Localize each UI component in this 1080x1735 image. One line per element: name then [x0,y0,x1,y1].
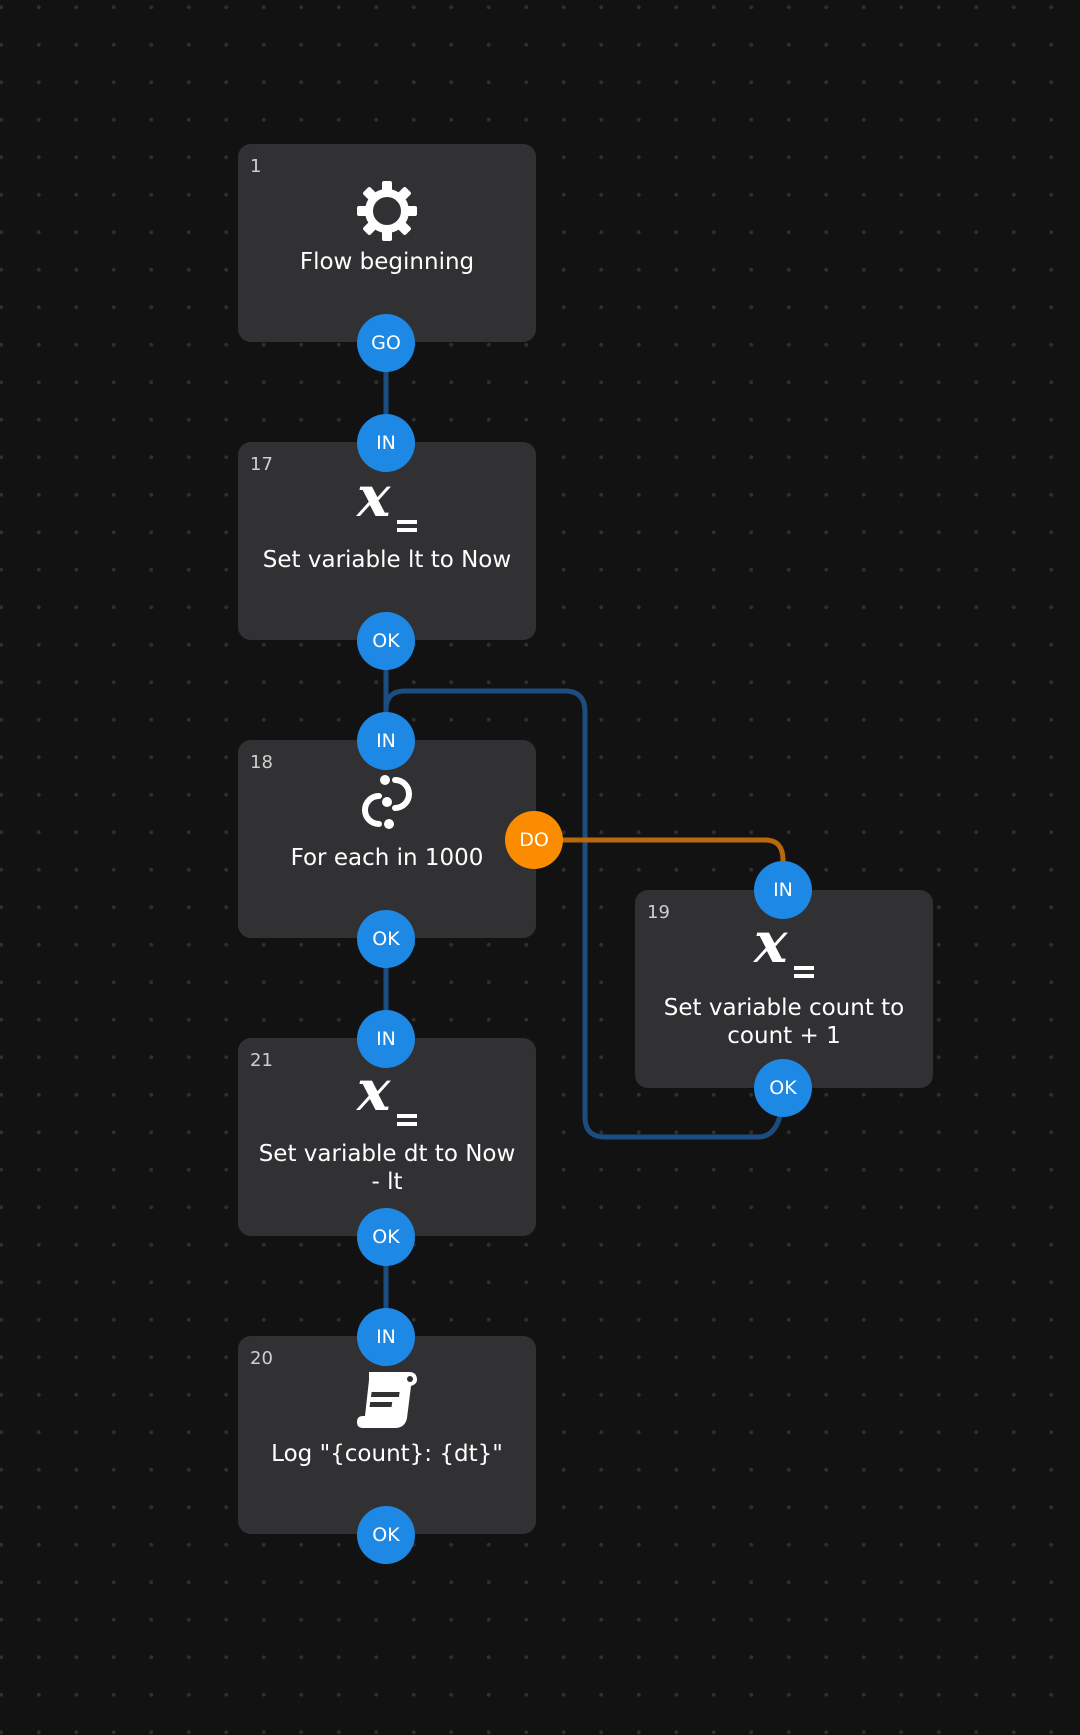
node-log[interactable]: 20 Log "{count}: {dt}" [238,1336,536,1534]
svg-text:x: x [753,918,788,976]
svg-text:x: x [356,1066,391,1124]
node-label: Flow beginning [299,249,475,275]
port-in[interactable]: IN [357,414,415,472]
loop-icon [355,770,419,834]
port-go[interactable]: GO [357,314,415,372]
port-ok[interactable]: OK [754,1059,812,1117]
node-id: 17 [250,454,273,475]
variable-x-icon: x [752,918,816,982]
svg-text:x: x [356,472,391,530]
node-id: 20 [250,1348,273,1369]
node-label: Set variable lt to Now [262,547,512,573]
node-for-each[interactable]: 18 For each in 1000 [238,740,536,938]
port-ok[interactable]: OK [357,1208,415,1266]
variable-x-icon: x [355,1066,419,1130]
port-in[interactable]: IN [357,1308,415,1366]
node-set-variable-count[interactable]: 19 x Set variable count to count + 1 [635,890,933,1088]
node-id: 19 [647,902,670,923]
node-id: 21 [250,1050,273,1071]
port-do[interactable]: DO [505,811,563,869]
node-set-variable-dt[interactable]: 21 x Set variable dt to Now - lt [238,1038,536,1236]
node-id: 18 [250,752,273,773]
port-ok[interactable]: OK [357,1506,415,1564]
node-set-variable-lt[interactable]: 17 x Set variable lt to Now [238,442,536,640]
log-scroll-icon [355,1368,419,1432]
wire-18-do-to-19-in [531,837,786,893]
port-in[interactable]: IN [754,861,812,919]
node-flow-beginning[interactable]: 1 Flow beginning [238,144,536,342]
port-ok[interactable]: OK [357,910,415,968]
node-label: Log "{count}: {dt}" [271,1441,503,1467]
variable-x-icon: x [355,472,419,536]
node-label: For each in 1000 [290,845,484,871]
node-label: Set variable dt to Now - lt [258,1141,516,1195]
gear-icon [355,179,419,243]
node-id: 1 [250,156,262,177]
port-ok[interactable]: OK [357,612,415,670]
port-in[interactable]: IN [357,1010,415,1068]
node-label: Set variable count to count + 1 [663,995,905,1049]
port-in[interactable]: IN [357,712,415,770]
